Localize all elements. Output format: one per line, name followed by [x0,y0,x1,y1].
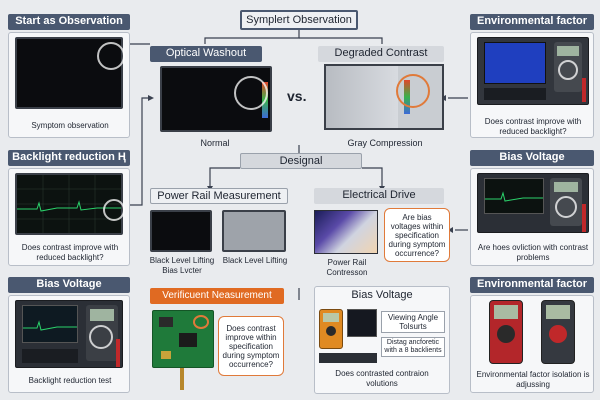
diagram-title: Symplert Observation [240,10,358,30]
right-bias-voltage-panel: Are hoes ovliction with contrast problem… [470,168,594,266]
designal-header: Designal [240,153,362,169]
gray-compression-caption: Gray Compression [347,138,423,148]
contrast-solutions-caption: Does contrasted contraion volutions [335,369,429,388]
center-bias-voltage-header: Bias Voltage [351,289,413,301]
center-bias-voltage-panel: Bias Voltage Viewing Angle Tolsurts Dist… [314,286,450,394]
connector-designal-electrical [362,167,383,186]
blue-monitor-rig [477,37,589,105]
connector-backlight-optical [130,97,152,206]
magnifier-circle [103,199,125,221]
left-bias-voltage-panel: Backlight reduction test [8,295,130,393]
env-factor-caption-2: Environmental factor isolation is adjuss… [476,370,590,389]
probe-red [582,78,586,102]
bench-meter [86,305,118,361]
power-rail-contrast-caption: Power Rail Contresson [326,258,368,277]
magnifier-circle [97,42,125,70]
connector-title-degraded [299,37,383,44]
black-level-caption-1: Black Level Lifting Bias Lvcter [149,256,215,275]
right-multimeter [554,42,582,92]
env-factor-header-1: Environmental factor [470,14,594,30]
magnifier-circle [558,60,578,80]
probe-red [116,339,120,367]
red-multimeter-2 [541,300,575,364]
left-bias-voltage-header: Bias Voltage [8,277,130,293]
black-level-monitor-2 [222,210,286,252]
distag-label: Distag ancforetic with a 8 backlients [381,337,445,357]
backlight-reduction-header: Backlight reduction Ⱨ [8,150,130,166]
bias-question-callout: Are bias voltages within specification d… [384,208,450,262]
oscilloscope-image [15,173,125,235]
scope-meter-rig [477,173,589,233]
black-level-monitor-1 [150,210,212,252]
viewing-angle-label: Viewing Angle Tolsurts [381,311,445,333]
optical-washout-header: Optical Washout [150,46,262,62]
gradient-panel-image [314,210,378,254]
connector-designal-power [209,167,240,186]
start-observation-header: Start as Observation [8,14,130,30]
bench-monitor [22,305,78,343]
black-level-caption-2: Black Level Lifting [222,256,288,265]
blue-screen [484,42,546,84]
symptom-monitor-image [15,37,125,109]
env-factor-caption-1: Does contrast improve with reduced backl… [484,117,582,136]
env-factor-header-2: Environmental factor [470,277,594,293]
verification-callout: Does contrast improve within specificati… [218,316,284,376]
degraded-contrast-header: Degraded Contrast [318,46,444,62]
electrical-drive-header: Electrical Drive [314,188,444,204]
test-bench-image [15,300,123,368]
orange-multimeter [319,309,343,349]
probe-tip [180,368,184,390]
magnifier-circle [89,325,113,349]
versus-label: vs. [287,88,307,104]
red-multimeter-1 [489,300,523,364]
probe-red [582,204,586,232]
start-observation-panel: Symptom observation [8,32,130,138]
degraded-contrast-monitor [324,64,444,130]
optical-washout-monitor [160,66,272,132]
env-factor-panel-1: Does contrast improve with reduced backl… [470,32,594,138]
backlight-reduction-caption: Does contrast improve with reduced backl… [21,243,119,262]
left-bias-voltage-caption: Backlight reduction test [28,376,112,385]
connector-title-optical [204,30,300,44]
verification-header: Verificuent Neasurement [150,288,284,304]
circuit-board-image [152,310,214,368]
start-observation-caption: Symptom observation [31,121,109,130]
bench-device [319,353,377,363]
env-factor-panel-2: Environmental factor isolation is adjuss… [470,295,594,393]
magnifier-circle [555,196,577,218]
right-bias-voltage-caption: Are hoes ovliction with contrast problem… [477,243,589,262]
power-rail-header: Power Rail Measurement [150,188,288,204]
small-monitor [347,309,377,337]
orange-magnifier [396,74,430,108]
magnifier-circle [234,76,268,110]
normal-caption: Normal [200,138,230,148]
backlight-reduction-panel: Does contrast improve with reduced backl… [8,168,130,266]
right-bias-voltage-header: Bias Voltage [470,150,594,166]
